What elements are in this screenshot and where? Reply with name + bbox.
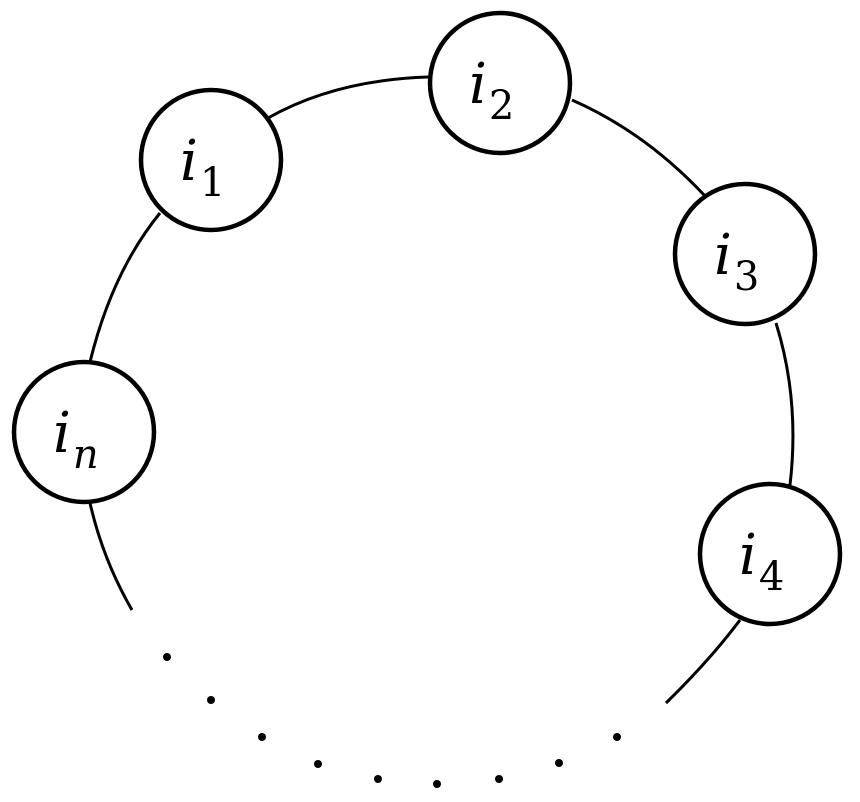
ellipsis-dot [314, 760, 322, 768]
node-i1: i1 [138, 87, 284, 233]
ellipsis-dot [495, 775, 503, 783]
node-label-base: i [739, 523, 757, 588]
edge-i2-i3 [571, 98, 707, 198]
node-circle [427, 10, 573, 156]
node-label-subscript: 1 [200, 160, 225, 206]
node-label-subscript: 4 [759, 554, 784, 600]
ellipsis-dot [613, 733, 621, 741]
ellipsis-dot [433, 780, 441, 788]
ring-edges [88, 75, 795, 705]
node-in: in [11, 359, 157, 505]
edge-in-i1 [88, 212, 162, 363]
node-label-base: i [53, 401, 71, 466]
node-circle [672, 181, 818, 327]
node-i3: i3 [672, 181, 818, 327]
node-circle [697, 481, 843, 627]
ellipsis-dot [374, 775, 382, 783]
ellipsis-dots [163, 653, 621, 788]
edge-in-ellipsis [88, 502, 134, 611]
edge-i3-i4 [774, 322, 795, 486]
node-label: i1 [180, 129, 225, 206]
node-label-base: i [714, 223, 732, 288]
node-i2: i2 [427, 10, 573, 156]
ellipsis-dot [555, 759, 563, 767]
node-label-subscript: n [73, 432, 99, 478]
edge-i1-i2 [267, 75, 429, 120]
ellipsis-dot [163, 653, 171, 661]
node-label: i3 [714, 223, 759, 300]
node-label: i2 [469, 52, 514, 129]
node-i4: i4 [697, 481, 843, 627]
node-label-subscript: 3 [734, 254, 759, 300]
edge-i4-ellipsis [664, 619, 742, 705]
ellipsis-dot [207, 696, 215, 704]
node-label: i4 [739, 523, 784, 600]
node-label: in [53, 401, 99, 478]
node-label-subscript: 2 [489, 83, 514, 129]
node-label-base: i [180, 129, 198, 194]
node-circle [138, 87, 284, 233]
ellipsis-dot [258, 733, 266, 741]
node-label-base: i [469, 52, 487, 117]
node-circle [11, 359, 157, 505]
